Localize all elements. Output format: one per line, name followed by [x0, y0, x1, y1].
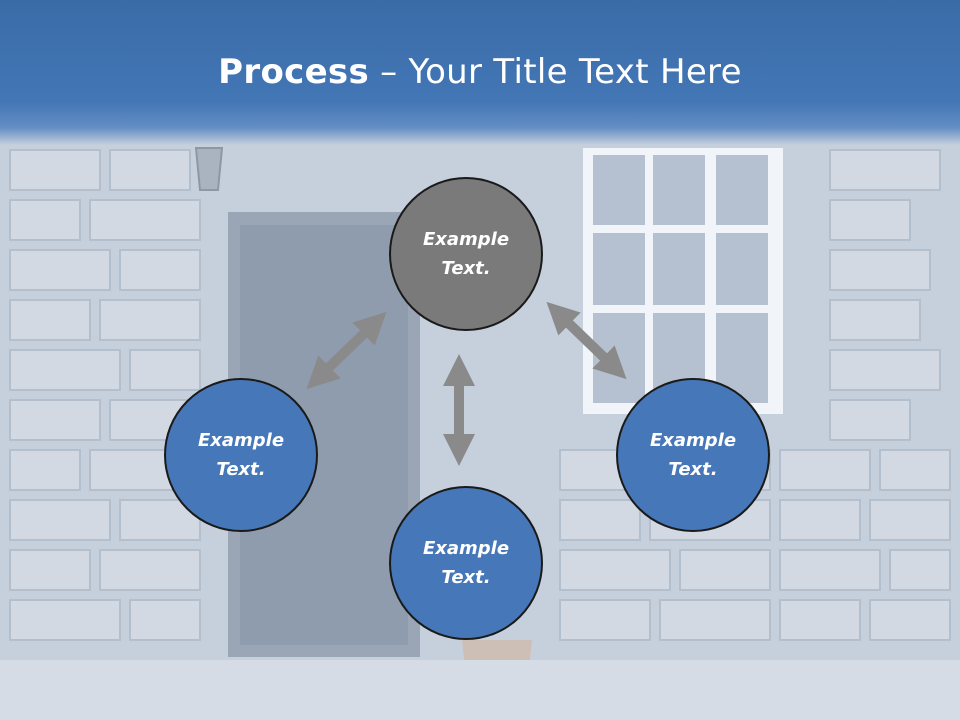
arrow-top-left: [306, 311, 387, 390]
title-bold: Process: [218, 52, 370, 92]
arrow-top-right: [546, 301, 627, 380]
wall-lamp: [194, 147, 224, 191]
pavement: [0, 660, 960, 720]
title-bar: Process – Your Title Text Here: [0, 0, 960, 145]
slide-title: Process – Your Title Text Here: [0, 52, 960, 92]
title-rest: – Your Title Text Here: [369, 52, 742, 92]
